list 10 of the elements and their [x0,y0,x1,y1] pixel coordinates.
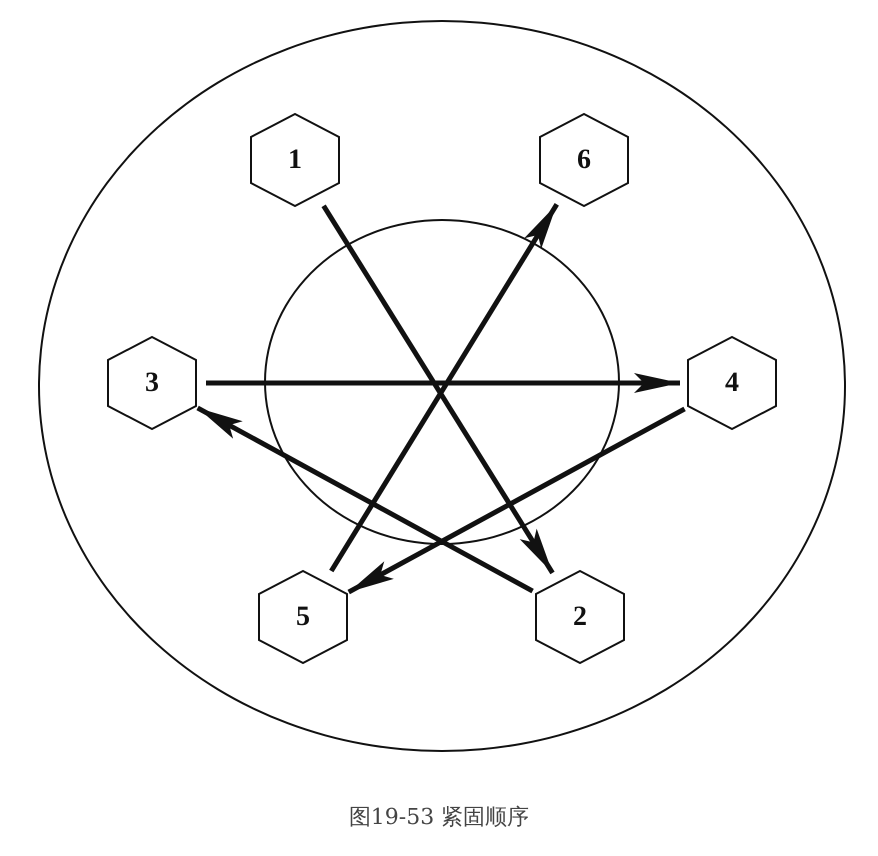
bolt-number: 3 [145,369,159,397]
bolt-number: 5 [296,603,310,631]
arrow [206,373,680,393]
bolt-number: 2 [573,603,587,631]
figure-caption: 图19-53 紧固顺序 [348,805,530,830]
arrow [196,406,534,594]
bolt-number: 4 [725,369,739,397]
bolt-number: 1 [288,146,302,174]
bolt-number: 6 [577,146,591,174]
arrow [348,406,686,594]
